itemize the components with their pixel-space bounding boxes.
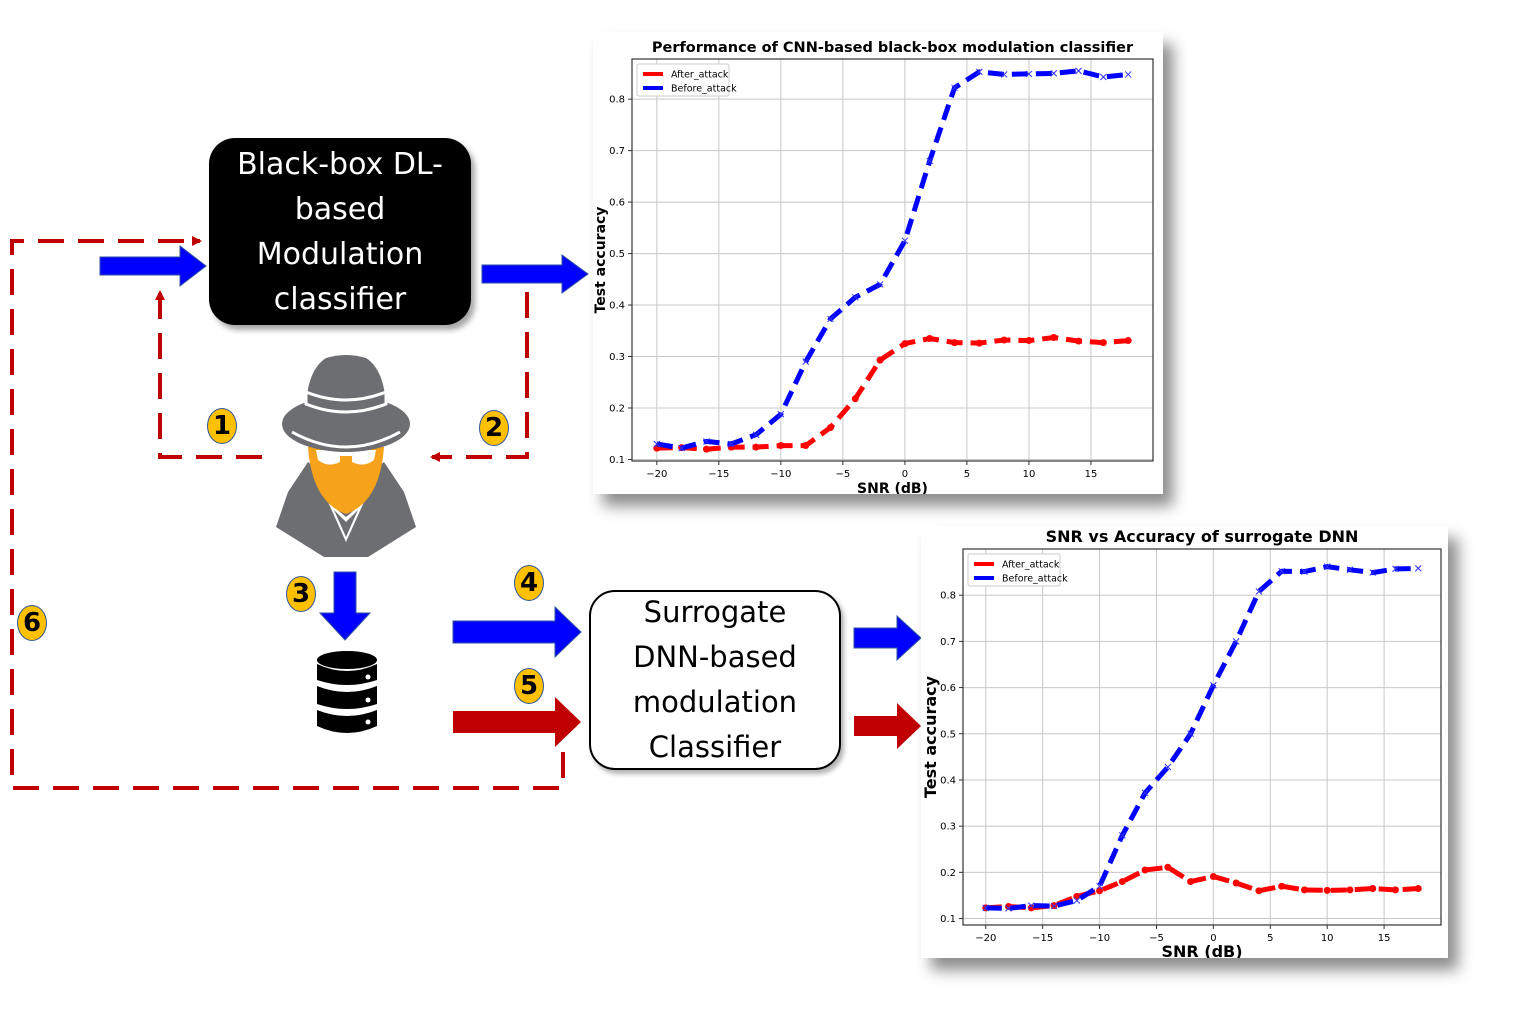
plot-frame (962, 548, 1442, 926)
surrogate-classifier-label: Surrogate DNN-based modulation Classifie… (632, 595, 798, 764)
x-tick-label: 10 (1321, 933, 1334, 944)
plot-frame (631, 58, 1154, 462)
y-tick-label: 0.4 (609, 301, 625, 312)
y-tick-label: 0.7 (609, 146, 625, 157)
series-after-attack (653, 333, 1132, 453)
chart-grid (628, 59, 1153, 465)
x-tick-label: 10 (1023, 469, 1036, 480)
y-axis-label: Test accuracy (593, 207, 609, 314)
blackbox-output-arrow (481, 254, 589, 294)
y-tick-label: 0.2 (940, 868, 956, 879)
x-tick-label: −15 (1032, 933, 1053, 944)
chart-grid (959, 549, 1441, 929)
x-tick-label: 5 (1267, 933, 1273, 944)
database-icon (317, 651, 377, 733)
y-tick-label: 0.3 (940, 822, 956, 833)
x-tick-label: −15 (708, 469, 729, 480)
surrogate-output-blue-arrow (853, 614, 922, 662)
x-tick-label: −20 (646, 469, 667, 480)
x-tick-label: −5 (1149, 933, 1164, 944)
legend-entry: After_attack (671, 70, 729, 81)
spy-attacker-icon (276, 355, 416, 557)
step-badge-4: 4 (514, 565, 544, 601)
blackbox-classifier-box: Black-box DL- based Modulation classifie… (209, 138, 471, 325)
y-tick-label: 0.6 (609, 198, 625, 209)
y-tick-label: 0.5 (940, 729, 956, 740)
series-before-attack (982, 563, 1422, 912)
chart-title: SNR vs Accuracy of surrogate DNN (1046, 527, 1359, 546)
surrogate-performance-chart: SNR vs Accuracy of surrogate DNN −20 −15 −1… (921, 526, 1448, 961)
y-tick-label: 0.8 (609, 95, 625, 106)
chart-plot: Performance of CNN-based black-box modul… (593, 40, 1154, 497)
y-tick-label: 0.6 (940, 683, 956, 694)
step-badge-2: 2 (479, 410, 509, 446)
dashed-response-arrow-step-2 (430, 292, 529, 462)
dashed-query-arrow-step-1 (155, 290, 262, 459)
chart-plot: SNR vs Accuracy of surrogate DNN −20 −15 −1… (921, 527, 1442, 961)
y-tick-label: 0.1 (940, 914, 956, 925)
y-tick-label: 0.5 (609, 249, 625, 260)
chart-title: Performance of CNN-based black-box modul… (652, 40, 1134, 56)
x-axis-label: SNR (dB) (857, 481, 928, 494)
x-tick-label: 15 (1378, 933, 1391, 944)
y-axis-label: Test accuracy (921, 675, 940, 798)
series-before-attack (653, 67, 1132, 452)
x-tick-label: 0 (1210, 933, 1216, 944)
surrogate-classifier-box: Surrogate DNN-based modulation Classifie… (589, 590, 841, 770)
x-tick-label: 5 (964, 469, 970, 480)
dashed-loop-step-6 (10, 236, 565, 790)
step-badge-6: 6 (17, 605, 47, 641)
train-arrow-step-4 (452, 605, 582, 659)
y-tick-label: 0.8 (940, 591, 956, 602)
blackbox-classifier-label: Black-box DL- based Modulation classifie… (237, 146, 443, 317)
x-tick-label: 0 (902, 469, 908, 480)
surrogate-output-red-arrow (854, 703, 921, 749)
legend-entry: Before_attack (671, 84, 737, 95)
y-tick-label: 0.7 (940, 637, 956, 648)
step-badge-3: 3 (286, 576, 316, 612)
x-tick-label: −20 (975, 933, 996, 944)
x-tick-label: −5 (836, 469, 851, 480)
step-badge-1: 1 (207, 408, 237, 444)
x-tick-label: −10 (770, 469, 791, 480)
x-tick-label: −10 (1089, 933, 1110, 944)
y-tick-label: 0.3 (609, 352, 625, 363)
x-tick-label: 15 (1085, 469, 1098, 480)
adversarial-arrow-step-5 (453, 697, 581, 747)
legend-entry: After_attack (1002, 560, 1060, 571)
legend-entry: Before_attack (1002, 574, 1068, 585)
blackbox-performance-chart: Performance of CNN-based black-box modul… (593, 32, 1163, 497)
collect-data-arrow-step-3 (318, 571, 372, 641)
x-axis-label: SNR (dB) (1161, 942, 1242, 958)
input-arrow (99, 244, 207, 288)
y-tick-label: 0.4 (940, 775, 956, 786)
y-tick-label: 0.2 (609, 403, 625, 414)
step-badge-5: 5 (514, 668, 544, 704)
y-tick-label: 0.1 (609, 455, 625, 466)
